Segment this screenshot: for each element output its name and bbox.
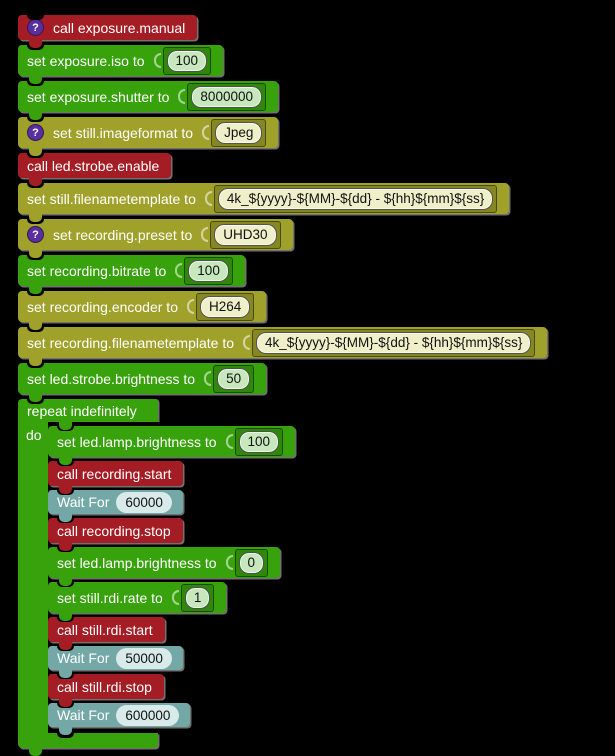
help-icon[interactable]: ? [27,226,44,243]
value-socket-icon [153,53,161,68]
wait-duration-field[interactable]: 600000 [117,705,179,725]
block-call-still-rdi-start[interactable]: call still.rdi.start [48,617,165,650]
block-label: set led.lamp.brightness to [57,554,217,571]
block-call-recording-stop[interactable]: call recording.stop [48,518,183,551]
value-socket-icon [178,89,186,104]
value-socket-icon [201,227,209,242]
block-set-still-rdi-rate[interactable]: set still.rdi.rate to 1 [48,582,227,621]
repeat-foot[interactable] [18,733,158,756]
recording-encoder-field[interactable]: H264 [199,295,251,318]
block-wait-for-recording[interactable]: Wait For 60000 [48,490,183,522]
block-label: set recording.bitrate to [27,262,167,279]
repeat-body: do set led.lamp.brightness to 100 call r… [18,422,296,735]
block-set-exposure-shutter[interactable]: set exposure.shutter to 8000000 [18,81,278,120]
still-filenametemplate-field[interactable]: 4k_${yyyy}-${MM}-${dd} - ${hh}${mm}${ss} [217,187,494,210]
wait-duration-field[interactable]: 50000 [117,648,171,668]
block-repeat-indefinitely[interactable]: repeat indefinitely do set led.lamp.brig… [18,399,296,756]
block-label: set led.lamp.brightness to [57,433,217,450]
value-slot: 8000000 [187,82,266,111]
value-socket-icon [186,299,194,314]
block-call-recording-start[interactable]: call recording.start [48,461,184,494]
block-wait-for-rdi[interactable]: Wait For 50000 [48,646,183,678]
still-rdi-rate-field[interactable]: 1 [184,586,211,609]
block-label: set recording.encoder to [27,298,178,315]
block-label: set exposure.shutter to [27,88,170,105]
value-socket-icon [204,371,212,386]
still-imageformat-field[interactable]: Jpeg [215,121,263,144]
value-socket-icon [171,590,179,605]
recording-preset-field[interactable]: UHD30 [214,223,277,246]
led-lamp-brightness-field[interactable]: 0 [238,551,265,574]
block-set-still-imageformat[interactable]: ? set still.imageformat to Jpeg [18,117,279,156]
block-label: set still.rdi.rate to [57,589,163,606]
value-slot: 0 [234,548,269,577]
block-set-recording-encoder[interactable]: set recording.encoder to H264 [18,291,267,330]
repeat-label: repeat indefinitely [27,402,137,419]
block-stack: ? call exposure.manual set exposure.iso … [18,15,615,756]
value-slot: 100 [162,46,212,75]
block-set-led-lamp-brightness-on[interactable]: set led.lamp.brightness to 100 [48,426,296,465]
value-slot: 4k_${yyyy}-${MM}-${dd} - ${hh}${mm}${ss} [252,328,536,357]
block-call-exposure-manual[interactable]: ? call exposure.manual [18,15,198,48]
block-label: call exposure.manual [53,19,186,36]
block-label: set still.imageformat to [53,124,194,141]
exposure-shutter-field[interactable]: 8000000 [191,85,262,108]
block-label: call recording.stop [57,522,171,539]
block-set-exposure-iso[interactable]: set exposure.iso to 100 [18,45,224,84]
value-slot: 4k_${yyyy}-${MM}-${dd} - ${hh}${mm}${ss} [213,184,498,213]
block-wait-for-idle[interactable]: Wait For 600000 [48,703,191,735]
block-label: call recording.start [57,465,172,482]
help-icon[interactable]: ? [27,19,44,36]
block-set-recording-bitrate[interactable]: set recording.bitrate to 100 [18,255,245,294]
value-slot: 50 [213,364,255,393]
block-label: set led.strobe.brightness to [27,370,196,387]
led-strobe-brightness-field[interactable]: 50 [217,367,251,390]
value-socket-icon [243,335,250,350]
block-set-led-strobe-brightness[interactable]: set led.strobe.brightness to 50 [18,363,267,402]
value-slot: H264 [195,292,255,321]
repeat-header[interactable]: repeat indefinitely [18,399,158,430]
wait-duration-field[interactable]: 60000 [117,492,171,512]
block-label: set recording.filenametemplate to [27,334,234,351]
block-label: call still.rdi.start [57,621,153,638]
block-set-recording-filenametemplate[interactable]: set recording.filenametemplate to 4k_${y… [18,327,548,366]
value-slot: Jpeg [211,118,267,147]
block-label: set recording.preset to [53,226,193,243]
block-label: call still.rdi.stop [57,678,152,695]
value-slot: 100 [184,256,233,285]
value-slot: 1 [180,583,215,612]
repeat-mouth: set led.lamp.brightness to 100 call reco… [48,422,296,735]
block-set-still-filenametemplate[interactable]: set still.filenametemplate to 4k_${yyyy}… [18,183,510,222]
recording-filenametemplate-field[interactable]: 4k_${yyyy}-${MM}-${dd} - ${hh}${mm}${ss} [256,331,532,354]
value-socket-icon [225,434,233,449]
block-label: set still.filenametemplate to [27,190,196,207]
recording-bitrate-field[interactable]: 100 [188,259,229,282]
value-socket-icon [175,263,183,278]
block-call-led-strobe-enable[interactable]: call led.strobe.enable [18,153,172,186]
value-slot: UHD30 [210,220,281,249]
repeat-do-label: do [26,427,42,443]
block-set-recording-preset[interactable]: ? set recording.preset to UHD30 [18,219,293,258]
block-label: Wait For [57,707,110,723]
repeat-inner-stack: set led.lamp.brightness to 100 call reco… [48,426,296,735]
value-slot: 100 [234,427,284,456]
block-label: Wait For [57,650,110,666]
repeat-do-arm: do [18,422,48,733]
value-socket-icon [225,555,233,570]
help-icon[interactable]: ? [27,124,44,141]
value-socket-icon [202,125,210,140]
block-label: Wait For [57,494,110,510]
value-socket-icon [204,191,212,206]
led-lamp-brightness-field[interactable]: 100 [238,430,280,453]
block-label: set exposure.iso to [27,52,145,69]
exposure-iso-field[interactable]: 100 [166,49,208,72]
block-set-led-lamp-brightness-off[interactable]: set led.lamp.brightness to 0 [48,547,281,586]
block-label: call led.strobe.enable [27,157,160,174]
